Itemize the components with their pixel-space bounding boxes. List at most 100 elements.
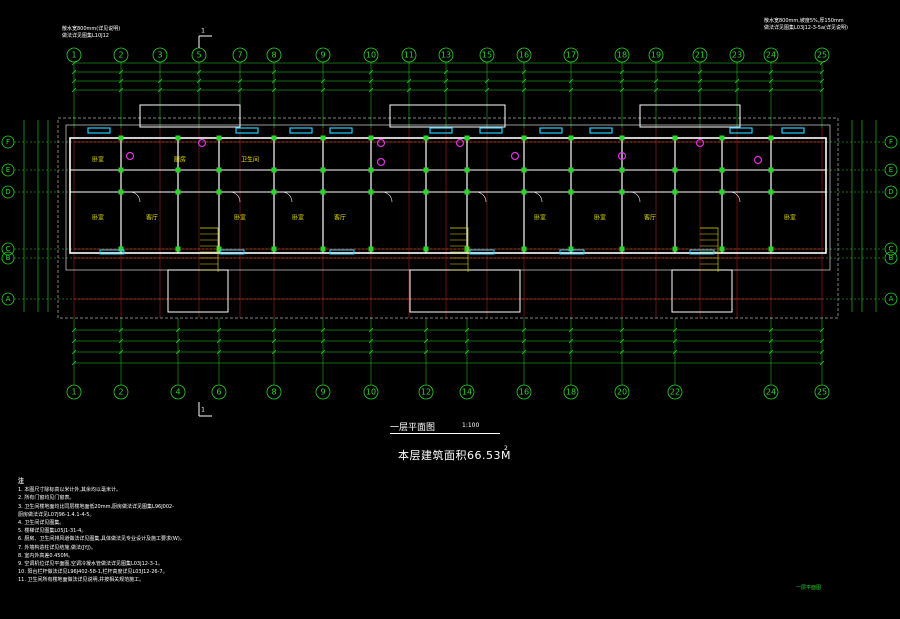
structural-column	[320, 167, 326, 173]
room-label: 卫生间	[241, 156, 259, 164]
notes-heading: 注	[18, 478, 25, 485]
axis-bubble	[1, 185, 15, 199]
axis-bubble	[211, 384, 227, 400]
axis-bubble	[729, 47, 745, 63]
axis-bubble	[516, 384, 532, 400]
axis-label-row: C	[6, 245, 11, 253]
axis-label-top: 15	[482, 51, 492, 60]
window	[429, 127, 453, 134]
structural-column	[216, 167, 222, 173]
door-swing	[475, 191, 487, 203]
axis-label-top: 18	[617, 51, 627, 60]
structural-column	[118, 167, 124, 173]
note-item: 11. 卫生间所有楼地面做法详见说明,并按相关规范施工。	[18, 577, 145, 584]
axis-label-top: 8	[271, 51, 276, 60]
structural-column	[719, 167, 725, 173]
window	[589, 127, 613, 134]
section-marker-label: 1	[201, 407, 205, 414]
structural-column	[568, 189, 574, 195]
axis-bubble	[614, 384, 630, 400]
axis-label-bottom: 1	[71, 388, 76, 397]
top-left-note-line: 散水宽800mm(详见说明)	[62, 26, 121, 32]
structural-column	[464, 167, 470, 173]
axis-bubble	[232, 47, 248, 63]
door-swing	[729, 191, 741, 203]
axis-label-row: E	[889, 166, 893, 174]
structural-column	[464, 246, 470, 252]
apron-outline	[57, 117, 839, 319]
structural-column	[423, 167, 429, 173]
axis-bubble	[884, 251, 898, 265]
axis-label-top: 17	[566, 51, 576, 60]
axis-label-bottom: 12	[421, 388, 431, 397]
axis-label-bottom: 9	[320, 388, 325, 397]
axis-label-top: 10	[366, 51, 376, 60]
axis-bubble	[884, 135, 898, 149]
structural-column	[521, 135, 527, 141]
axis-bubble	[814, 47, 830, 63]
top-left-note-line: 做法详见图集L10J12	[62, 33, 109, 39]
axis-bubble	[266, 384, 282, 400]
axis-label-bottom: 4	[175, 388, 180, 397]
door-swing	[281, 191, 293, 203]
axis-bubble	[763, 384, 779, 400]
door-swing	[229, 191, 241, 203]
note-item: 8. 室内外高差0.450M。	[18, 552, 73, 559]
room-label: 客厅	[146, 214, 158, 222]
structural-column	[521, 167, 527, 173]
axis-bubble	[884, 163, 898, 177]
note-item: 厨房做法详见L07J96-1.4.1-4-5。	[18, 511, 95, 518]
note-item: 7. 外墙构造柱详见结施,做法(JYJ)。	[18, 544, 96, 551]
structural-column	[118, 189, 124, 195]
structural-column	[768, 135, 774, 141]
axis-label-top: 3	[157, 51, 162, 60]
axis-label-bottom: 6	[216, 388, 221, 397]
structural-column	[719, 135, 725, 141]
structural-column	[320, 189, 326, 195]
axis-bubble	[363, 47, 379, 63]
title-underline	[390, 433, 500, 434]
sanitary-fixture	[753, 155, 763, 165]
structural-column	[619, 167, 625, 173]
sanitary-fixture	[617, 151, 627, 161]
axis-label-top: 11	[404, 51, 414, 60]
axis-label-bottom: 10	[366, 388, 376, 397]
window	[235, 127, 259, 134]
axis-bubble	[66, 384, 82, 400]
window	[539, 127, 563, 134]
floor-area-unit: 2	[504, 445, 508, 452]
axis-bubble	[884, 185, 898, 199]
sanitary-fixture	[510, 151, 520, 161]
axis-bubble	[1, 163, 15, 177]
axis-label-top: 19	[651, 51, 661, 60]
structural-column	[672, 246, 678, 252]
structural-column	[619, 135, 625, 141]
top-left-note: 散水宽800mm(详见说明) 做法详见图集L10J12	[62, 26, 120, 40]
window	[479, 127, 503, 134]
bay-projection	[389, 104, 506, 128]
note-item: 9. 空调机位详见平面图,空调冷凝水管做法详见图集L03J12-3-1。	[18, 561, 163, 568]
structural-column	[175, 246, 181, 252]
axis-bubble	[152, 47, 168, 63]
room-label: 卧室	[594, 214, 606, 222]
axis-label-top: 13	[441, 51, 451, 60]
plan-scale: 1:100	[462, 422, 480, 429]
section-marker-label: 1	[201, 28, 205, 35]
axis-label-row: B	[6, 254, 11, 262]
window	[329, 249, 355, 255]
axis-bubble	[763, 47, 779, 63]
stair-hall	[167, 269, 229, 313]
note-item: 1. 本图尺寸除标高以米计外,其余均以毫米计。	[18, 487, 121, 494]
window	[469, 249, 495, 255]
structural-column	[368, 189, 374, 195]
plan-title: 一层平面图	[390, 423, 436, 433]
building-outline	[65, 124, 831, 271]
axis-label-row: D	[888, 188, 893, 196]
structural-column	[175, 135, 181, 141]
bay-projection	[639, 104, 741, 128]
note-item: 3. 卫生间楼地面均比同层楼地面低20mm,厨房做法详见图集L96J002-	[18, 503, 175, 510]
axis-bubble	[315, 47, 331, 63]
axis-label-bottom: 24	[766, 388, 776, 397]
